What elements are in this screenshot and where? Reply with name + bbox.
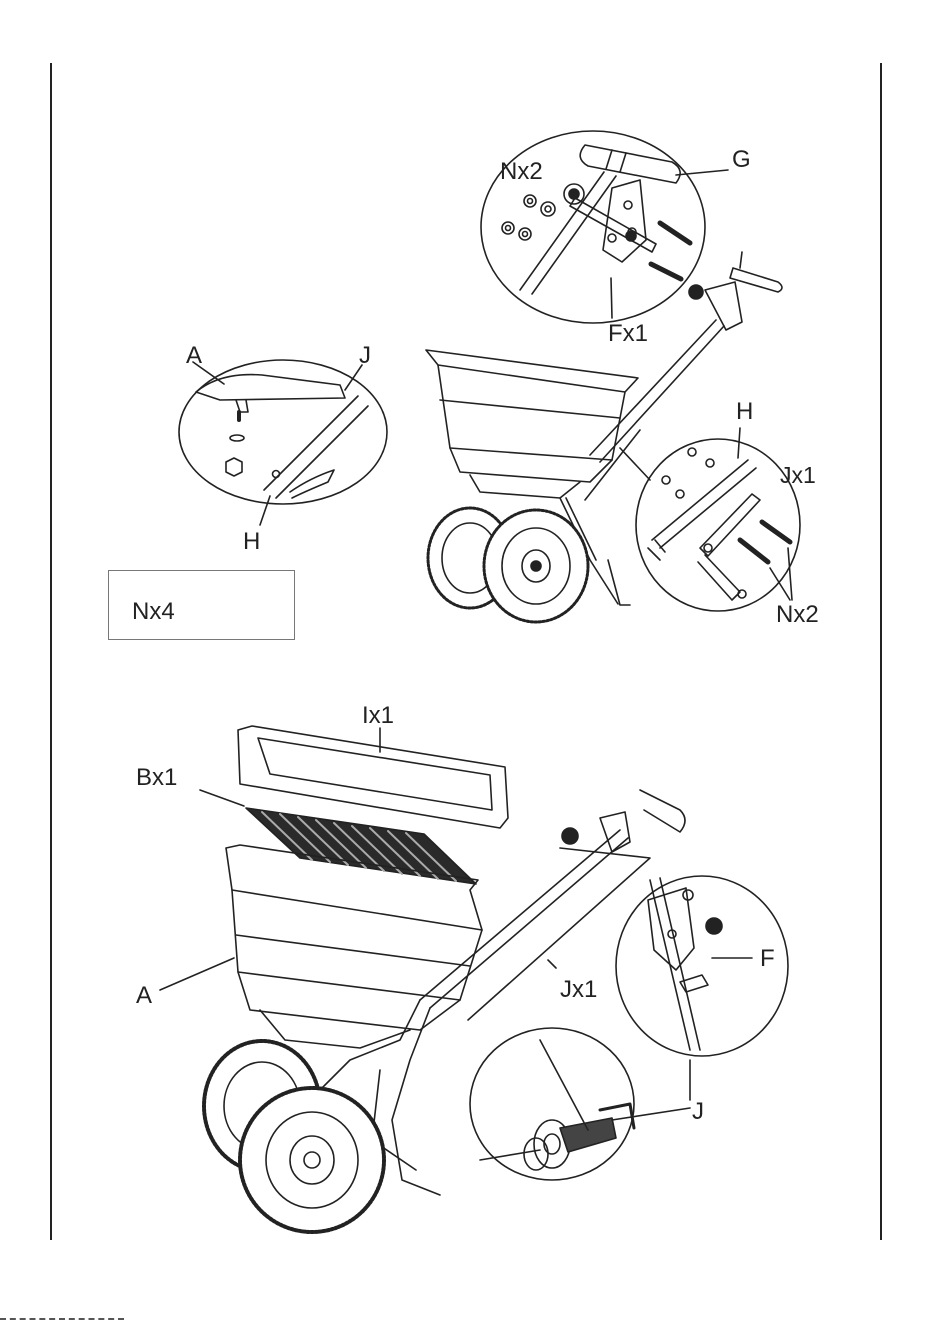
jx1-leader — [548, 960, 556, 968]
label-nx2-right: Nx2 — [776, 603, 819, 627]
bracket-detail-circle — [636, 428, 800, 611]
spreader-top — [426, 320, 724, 622]
label-j-top: J — [359, 344, 371, 368]
label-a-bottom: A — [136, 984, 152, 1008]
grate-part — [200, 790, 476, 884]
label-f-bottom: F — [760, 947, 775, 971]
label-jx1-bottom: Jx1 — [560, 978, 597, 1002]
label-nx4: Nx4 — [132, 600, 175, 624]
handle-on-spreader — [689, 252, 782, 330]
label-a-top: A — [186, 344, 202, 368]
label-j-bottom: J — [692, 1100, 704, 1124]
label-fx1: Fx1 — [608, 322, 648, 346]
label-bx1: Bx1 — [136, 766, 177, 790]
label-ix1: Ix1 — [362, 704, 394, 728]
footer-dashed-rule — [0, 1318, 124, 1320]
hopper-bolt-detail-circle — [179, 360, 387, 525]
label-nx2-top: Nx2 — [500, 160, 543, 184]
label-g-top: G — [732, 148, 751, 172]
j-detail-circle — [470, 1028, 690, 1180]
label-h-left: H — [243, 530, 260, 554]
label-h-right: H — [736, 400, 753, 424]
label-jx1-right: Jx1 — [780, 464, 816, 487]
